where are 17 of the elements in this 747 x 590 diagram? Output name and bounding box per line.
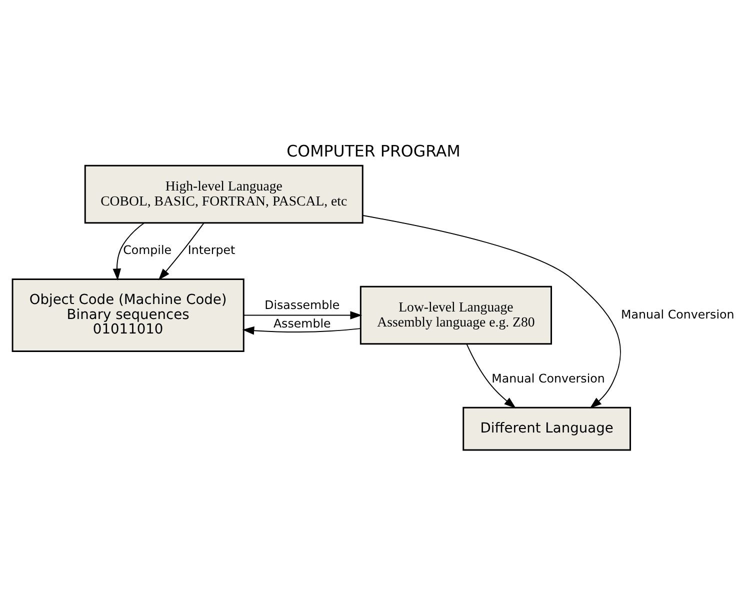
edge-label: Disassemble (264, 298, 340, 312)
arrow (362, 215, 621, 408)
edge-label: Manual Conversion (621, 307, 734, 322)
node-box: Object Code (Machine Code) Binary sequences 01011010 (12, 278, 244, 352)
diagram-title: COMPUTER PROGRAM (286, 142, 460, 161)
arrow (466, 344, 516, 408)
node-box: Different Language (462, 406, 631, 451)
edge-label: Assemble (273, 316, 331, 331)
arrow (112, 222, 145, 280)
arrow (158, 222, 204, 280)
edge-label: Interpet (188, 243, 236, 258)
edge-label: Compile (123, 243, 172, 258)
edge-label: Manual Conversion (492, 372, 605, 386)
arrow (242, 326, 361, 335)
arrow (243, 311, 362, 320)
node-box: Low-level Language Assembly language e.g. Z80 (360, 286, 552, 345)
node-box: High-level Language COBOL, BASIC, FORTRAN, PASCAL, etc (84, 164, 364, 224)
